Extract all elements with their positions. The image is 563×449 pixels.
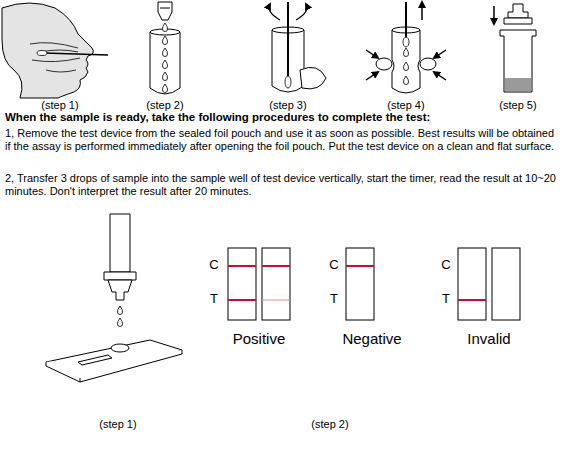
- test-lines: [228, 265, 256, 267]
- buffer-bottle: [158, 2, 172, 20]
- line-letter: C: [209, 257, 218, 273]
- extraction-tube: [500, 30, 536, 92]
- step-label: (step 2): [146, 99, 183, 112]
- line-letter: T: [442, 291, 450, 307]
- drops: [162, 84, 167, 93]
- arrows: [366, 72, 378, 80]
- drops: [117, 306, 122, 327]
- drops: [162, 23, 167, 93]
- step-label: (step 4): [387, 99, 424, 112]
- rotate-arrows: [269, 4, 307, 20]
- instruction: 2, Transfer 3 drops of sample into the s…: [5, 172, 558, 198]
- arrows: [434, 50, 446, 58]
- extraction-tube: [104, 214, 136, 300]
- result-label: Positive: [233, 330, 286, 348]
- nasal-cavity: [46, 70, 76, 72]
- drops: [403, 76, 408, 85]
- step-label: (step 3): [269, 99, 306, 112]
- step-label: (step 2): [311, 418, 348, 431]
- nasal-cavity: [30, 43, 80, 72]
- line-letter: C: [441, 257, 450, 273]
- drops: [403, 48, 408, 85]
- test-cassette: [111, 344, 129, 352]
- swab: [37, 51, 108, 56]
- swab: [403, 2, 409, 47]
- result-cassettes: [228, 248, 256, 320]
- fingers: [376, 58, 436, 70]
- arrows: [366, 2, 446, 80]
- arrows: [434, 72, 446, 80]
- extraction-tube: [392, 30, 420, 93]
- extraction-tube: [392, 27, 420, 93]
- drops: [162, 36, 167, 45]
- head-profile: [2, 3, 93, 98]
- result-cassettes: [458, 248, 486, 320]
- extraction-tube: [110, 214, 130, 272]
- step-label: (step 1): [41, 99, 78, 112]
- result-cassettes: [228, 248, 520, 320]
- line-letter: C: [329, 257, 338, 273]
- drops: [403, 48, 408, 57]
- swab: [287, 2, 289, 80]
- test-cassette: [46, 350, 182, 382]
- test-lines: [228, 299, 256, 301]
- hand: [300, 67, 326, 89]
- arrows: [421, 2, 423, 20]
- hand: [300, 67, 326, 89]
- line-letter: T: [210, 291, 218, 307]
- line-letter: T: [330, 291, 338, 307]
- test-lines: [458, 299, 486, 301]
- swab: [285, 2, 291, 88]
- test-cassette: [80, 378, 81, 382]
- extraction-tube: [505, 78, 531, 91]
- test-lines: [262, 300, 290, 301]
- test-lines: [346, 265, 374, 267]
- result-cassettes: [346, 248, 374, 320]
- head-profile: [2, 3, 93, 98]
- drops: [162, 48, 167, 57]
- drops: [162, 60, 167, 69]
- dropper-cap: [504, 18, 532, 24]
- nasal-cavity: [30, 43, 78, 48]
- swab: [405, 2, 407, 40]
- swab: [285, 76, 291, 88]
- rotate-arrows: [269, 4, 280, 20]
- rotate-arrows: [296, 4, 307, 20]
- extraction-tube: [108, 280, 132, 300]
- drops: [403, 62, 408, 71]
- fingers: [376, 58, 392, 70]
- drops: [117, 318, 122, 327]
- swab: [44, 53, 108, 55]
- result-label: Invalid: [467, 330, 510, 348]
- step-label: (step 1): [99, 418, 136, 431]
- arrow: [493, 6, 495, 24]
- step-label: (step 5): [499, 99, 536, 112]
- nasal-cavity: [32, 58, 80, 62]
- heading: When the sample is ready, take the follo…: [5, 111, 558, 125]
- arrows: [366, 50, 378, 58]
- extraction-tube: [104, 272, 136, 280]
- extraction-tube: [500, 30, 536, 92]
- result-cassettes: [492, 248, 520, 320]
- result-label: Negative: [342, 330, 401, 348]
- swab: [403, 37, 409, 47]
- buffer-bottle: [160, 8, 170, 9]
- buffer-bottle: [158, 2, 172, 20]
- instruction: 1, Remove the test device from the seale…: [5, 127, 558, 153]
- test-cassette: [78, 355, 112, 365]
- test-cassette: [46, 340, 182, 382]
- drops: [117, 306, 122, 315]
- dropper-cap: [504, 4, 532, 24]
- dropper-cap: [508, 4, 528, 18]
- fingers: [420, 58, 436, 70]
- result-cassettes: [262, 248, 290, 320]
- drops: [162, 72, 167, 81]
- extraction-tube: [150, 32, 180, 94]
- swab: [37, 51, 47, 56]
- extraction-tube: [150, 29, 180, 94]
- drops: [162, 23, 167, 32]
- test-lines: [262, 265, 290, 267]
